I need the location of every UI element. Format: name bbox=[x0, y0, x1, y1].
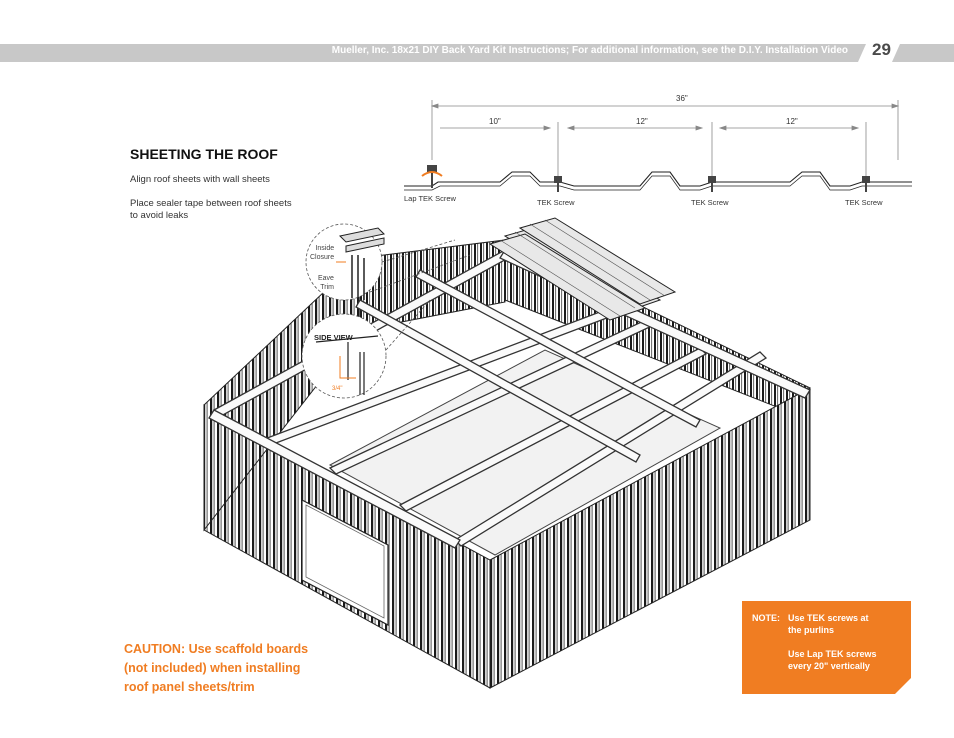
note-line-5: every 20" vertically bbox=[788, 661, 870, 671]
section-title: SHEETING THE ROOF bbox=[130, 146, 278, 162]
caution-line-3: roof panel sheets/trim bbox=[124, 680, 255, 694]
note-line-4: Use Lap TEK screws bbox=[788, 649, 877, 659]
callout-inside-closure-line-2: Closure bbox=[310, 254, 335, 261]
dimension-spacing-3: 12" bbox=[786, 117, 798, 126]
note-line-3 bbox=[788, 636, 902, 648]
dimension-total: 36" bbox=[676, 94, 688, 103]
callout-eave-trim: Eave Trim bbox=[318, 274, 334, 292]
label-tek-screw-2: TEK Screw bbox=[691, 198, 729, 207]
note-box: NOTE: Use TEK screws at the purlins Use … bbox=[752, 612, 902, 672]
label-lap-tek-screw: Lap TEK Screw bbox=[404, 194, 456, 203]
note-key: NOTE: bbox=[752, 613, 780, 623]
svg-text:3/4": 3/4" bbox=[332, 386, 342, 392]
callout-inside-closure: Inside Closure bbox=[310, 244, 334, 262]
callout-eave-trim-line-2: Trim bbox=[320, 284, 334, 291]
tek-screw-icon-2 bbox=[708, 176, 716, 192]
note-line-2: the purlins bbox=[788, 625, 835, 635]
page-number: 29 bbox=[872, 40, 891, 59]
callout-inside-closure-line-1: Inside bbox=[315, 245, 335, 252]
tek-screw-icon-3 bbox=[862, 176, 870, 192]
callout-eave-trim-line-1: Eave bbox=[318, 275, 334, 282]
label-tek-screw-3: TEK Screw bbox=[845, 198, 883, 207]
dimension-spacing-2: 12" bbox=[636, 117, 648, 126]
callout-side-view: SIDE VIEW bbox=[314, 333, 353, 342]
header-title: Mueller, Inc. 18x21 DIY Back Yard Kit In… bbox=[331, 45, 848, 56]
instruction-sealer-2: to avoid leaks bbox=[130, 210, 189, 221]
tek-screw-icon-1 bbox=[554, 176, 562, 192]
note-line-1: Use TEK screws at bbox=[788, 613, 869, 623]
instruction-align: Align roof sheets with wall sheets bbox=[130, 174, 270, 185]
caution-line-1: CAUTION: Use scaffold boards bbox=[124, 642, 309, 656]
label-tek-screw-1: TEK Screw bbox=[537, 198, 575, 207]
caution-text: CAUTION: Use scaffold boards (not includ… bbox=[124, 640, 354, 697]
dimension-spacing-1: 10" bbox=[489, 117, 501, 126]
instruction-sealer-1: Place sealer tape between roof sheets bbox=[130, 198, 292, 209]
caution-line-2: (not included) when installing bbox=[124, 661, 301, 675]
lap-tek-screw-icon bbox=[421, 165, 443, 188]
